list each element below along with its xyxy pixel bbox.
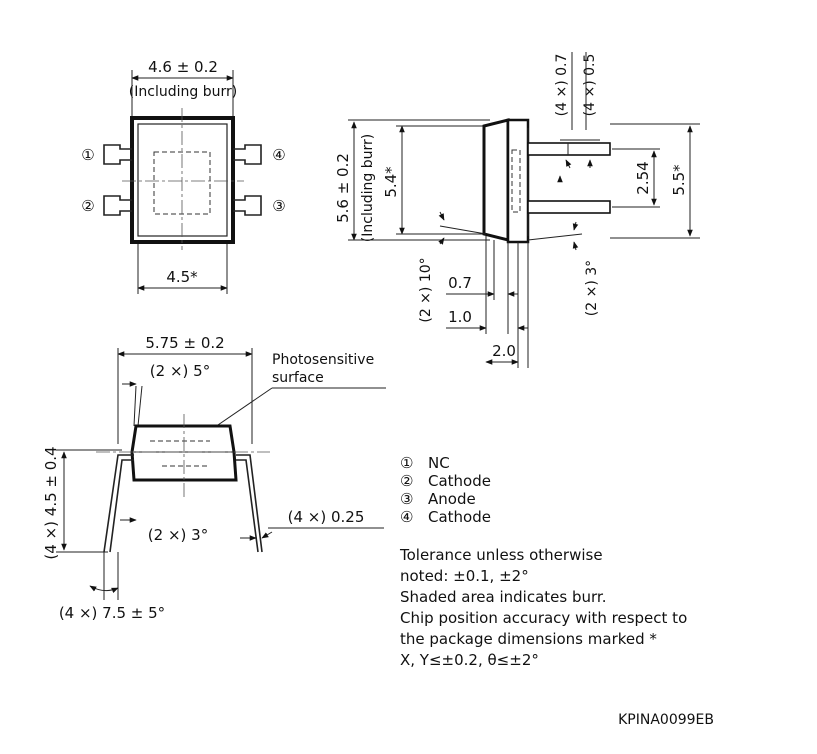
side-lead-upper — [527, 142, 611, 156]
side-lead-dim-07: (4 ×) 0.7 — [554, 54, 570, 117]
side-dim-20: 2.0 — [492, 342, 516, 360]
pin-4-marker: ④ — [272, 146, 285, 164]
top-inner-width-dim: 4.5* — [166, 268, 198, 286]
side-pitch-dim: 2.54 — [634, 161, 652, 194]
front-angle-top: (2 ×) 5° — [150, 362, 210, 380]
front-lead-angle: (4 ×) 7.5 ± 5° — [59, 604, 165, 622]
drawing-code: KPINA0099EB — [618, 712, 714, 728]
legend-symbol-3: ③ — [400, 490, 413, 508]
side-angle-left: (2 ×) 10° — [418, 257, 434, 322]
top-view: 4.6 ± 0.2 (Including burr) ① ② ④ ③ 4.5* — [81, 58, 286, 294]
pin-1-marker: ① — [81, 146, 94, 164]
front-view: 5.75 ± 0.2 (2 ×) 5° Photosensitive surfa… — [42, 334, 386, 622]
side-dim-10: 1.0 — [448, 308, 472, 326]
side-package-core — [506, 118, 530, 244]
side-angle-right: (2 ×) 3° — [584, 260, 600, 316]
front-width-dim: 5.75 ± 0.2 — [145, 334, 224, 352]
side-inner-height-dim: 5.4* — [382, 166, 400, 198]
front-lead-left — [103, 454, 134, 553]
side-height-note: (Including burr) — [360, 134, 376, 242]
front-height-dim: (4 ×) 4.5 ± 0.4 — [42, 446, 60, 559]
legend-name-4: Cathode — [428, 508, 491, 526]
legend-name-2: Cathode — [428, 472, 491, 490]
legend-name-3: Anode — [428, 490, 476, 508]
side-lead-lower — [527, 200, 611, 214]
pin-2-marker: ② — [81, 197, 94, 215]
front-lead-thickness: (4 ×) 0.25 — [288, 508, 365, 526]
top-width-note: (Including burr) — [129, 84, 237, 100]
top-width-dim: 4.6 ± 0.2 — [148, 58, 218, 76]
photosensitive-label-1: Photosensitive — [272, 352, 374, 368]
pin-legend: ① NC ② Cathode ③ Anode ④ Cathode — [400, 454, 491, 526]
side-package-body — [482, 118, 510, 242]
lead-2 — [103, 195, 132, 216]
legend-symbol-1: ① — [400, 454, 413, 472]
note-line: Shaded area indicates burr. — [400, 588, 606, 606]
side-lead-span-dim: 5.5* — [670, 164, 688, 196]
lead-4 — [233, 144, 262, 165]
photosensitive-label-2: surface — [272, 370, 324, 386]
note-line: noted: ±0.1, ±2° — [400, 567, 529, 585]
note-line: Chip position accuracy with respect to — [400, 609, 687, 627]
lead-3 — [233, 195, 262, 216]
notes-block: Tolerance unless otherwise noted: ±0.1, … — [399, 546, 687, 669]
side-lead-dim-05: (4 ×) 0.5 — [582, 54, 598, 117]
note-line: the package dimensions marked * — [400, 630, 657, 648]
legend-name-1: NC — [428, 454, 450, 472]
front-angle-inner: (2 ×) 3° — [148, 526, 208, 544]
lead-1 — [103, 144, 132, 165]
note-line: X, Y≤±0.2, θ≤±2° — [400, 651, 539, 669]
legend-symbol-4: ④ — [400, 508, 413, 526]
side-height-dim: 5.6 ± 0.2 — [334, 153, 352, 223]
side-dim-07: 0.7 — [448, 274, 472, 292]
note-line: Tolerance unless otherwise — [399, 546, 603, 564]
legend-symbol-2: ② — [400, 472, 413, 490]
side-view: 5.6 ± 0.2 (Including burr) 5.4* (4 ×) 0.… — [334, 52, 700, 368]
top-package-inner — [137, 123, 228, 237]
front-lead-right — [236, 454, 263, 553]
top-package-body — [130, 116, 235, 244]
pin-3-marker: ③ — [272, 197, 285, 215]
